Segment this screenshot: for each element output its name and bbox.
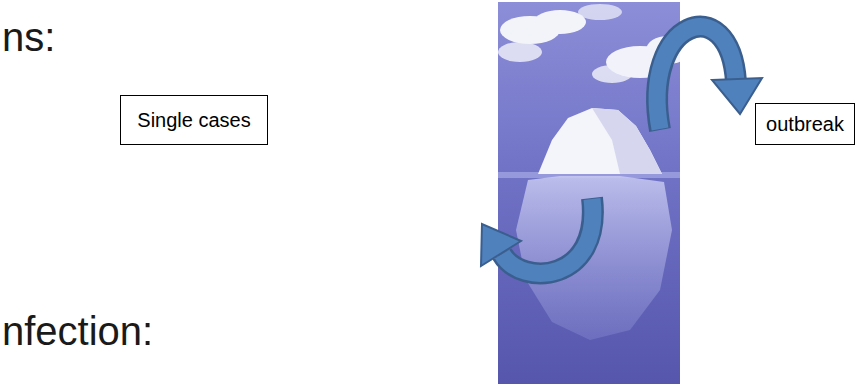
box-label: outbreak xyxy=(766,112,844,136)
box-label: Single cases xyxy=(137,108,250,132)
top-curved-arrow xyxy=(657,27,762,130)
case-box: outbreak xyxy=(755,103,855,145)
bottom-curved-arrow xyxy=(481,198,593,273)
case-box: Single cases xyxy=(120,95,268,145)
slide-text: nfection: xyxy=(2,308,153,354)
iceberg-tip xyxy=(538,108,662,174)
slide-text: ns: xyxy=(2,14,55,60)
